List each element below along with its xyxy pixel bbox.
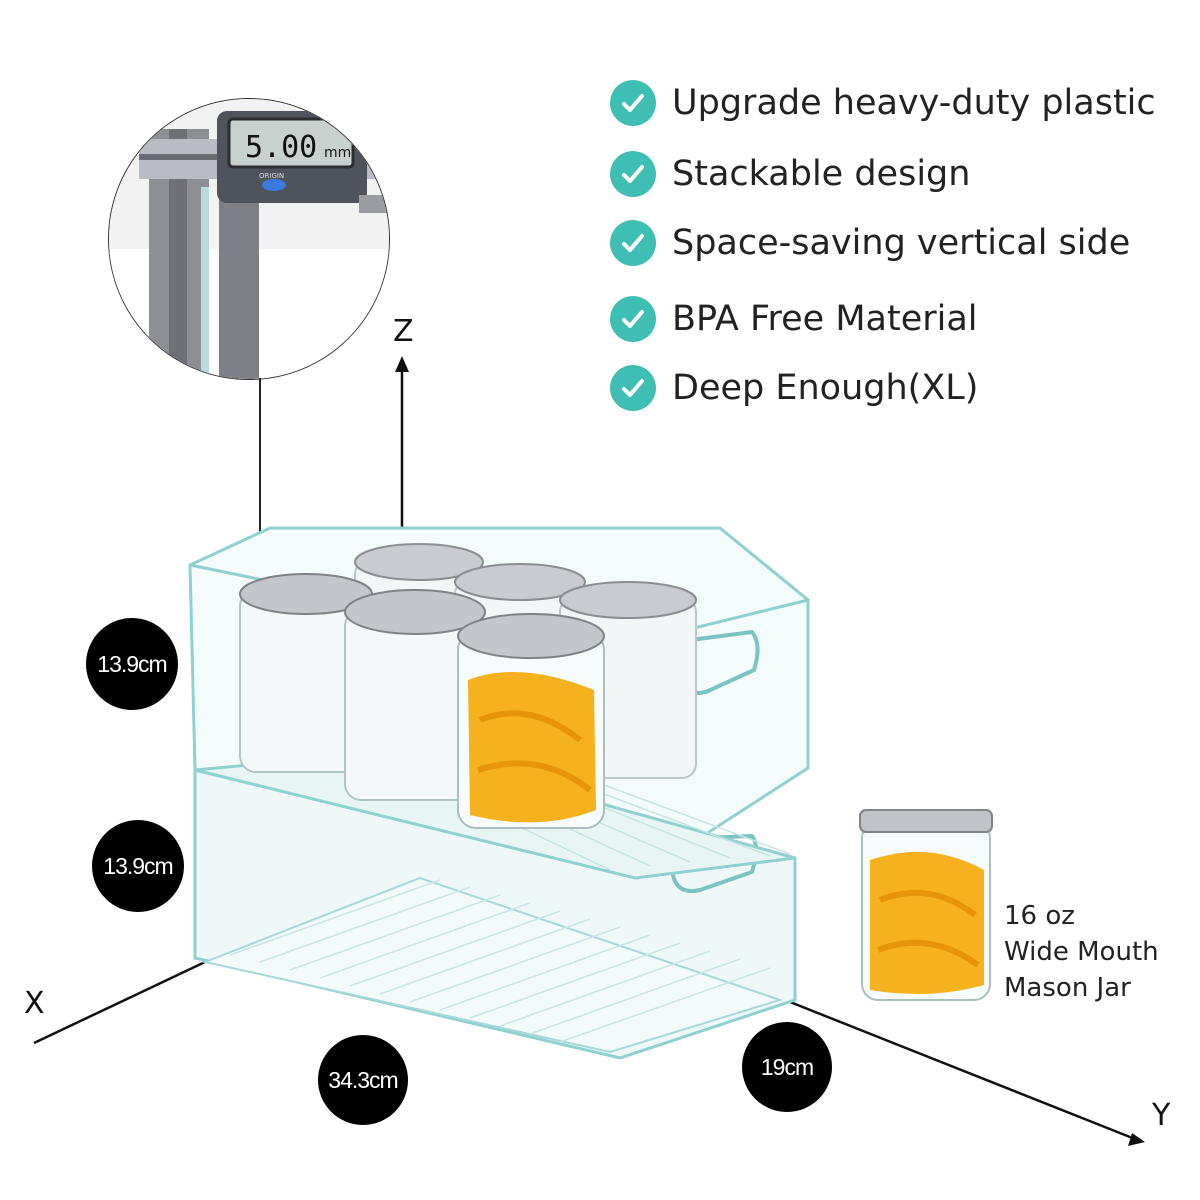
bottom-height-badge: 13.9cm — [92, 820, 184, 912]
feature-label: Deep Enough(XL) — [672, 368, 979, 408]
jar-fruit — [457, 613, 605, 829]
jar-size: 16 oz — [1004, 901, 1075, 931]
origin-label: ORIGIN — [259, 172, 284, 180]
feature-item: Upgrade heavy-duty plastic — [610, 78, 1156, 128]
standalone-jar — [859, 809, 993, 1001]
check-icon — [610, 365, 656, 411]
feature-label: Space-saving vertical side — [672, 223, 1131, 263]
width-badge: 19cm — [742, 1022, 832, 1112]
jar-name: Mason Jar — [1004, 973, 1131, 1003]
feature-item: BPA Free Material — [610, 294, 978, 344]
feature-label: Upgrade heavy-duty plastic — [672, 83, 1156, 123]
x-axis-label: X — [24, 986, 45, 1021]
z-axis-label: Z — [393, 314, 414, 349]
jar-caption: 16 oz Wide Mouth Mason Jar — [1004, 898, 1159, 1006]
top-height-badge: 13.9cm — [86, 618, 178, 710]
feature-item: Stackable design — [610, 149, 970, 199]
mason-jars — [239, 543, 697, 829]
caliper-unit: mm — [324, 145, 351, 161]
check-icon — [610, 296, 656, 342]
y-axis — [779, 996, 1136, 1141]
feature-label: Stackable design — [672, 154, 971, 194]
jar-type: Wide Mouth — [1004, 937, 1159, 967]
length-badge: 34.3cm — [318, 1035, 408, 1125]
caliper-reading: 5.00 — [245, 130, 317, 165]
check-icon — [610, 80, 656, 126]
z-axis-arrow — [395, 356, 409, 372]
check-icon — [610, 151, 656, 197]
feature-item: Space-saving vertical side — [610, 218, 1130, 268]
jar-front-2 — [344, 589, 486, 801]
y-axis-label: Y — [1152, 1098, 1171, 1133]
origin-button — [262, 179, 286, 191]
feature-label: BPA Free Material — [672, 299, 978, 339]
y-axis-arrow — [1128, 1133, 1145, 1146]
jar-front-1 — [239, 573, 373, 773]
x-axis — [33, 960, 206, 1045]
feature-item: Deep Enough(XL) — [610, 363, 978, 413]
check-icon — [610, 220, 656, 266]
